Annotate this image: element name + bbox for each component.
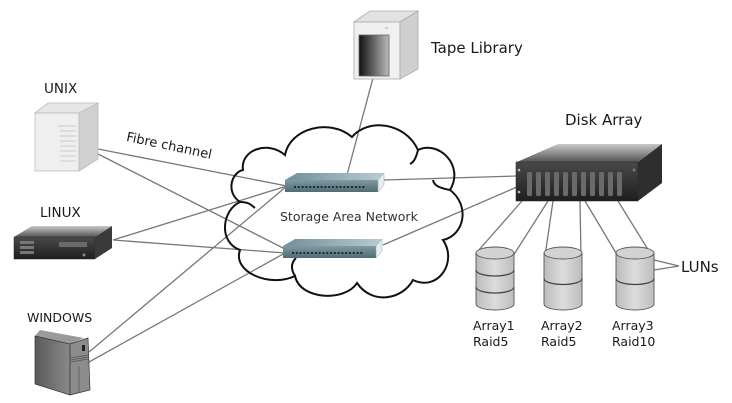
array1-raid: Raid5: [473, 334, 509, 349]
fibre-channel-links: [88, 77, 680, 363]
link-switch1-tape: [346, 77, 374, 176]
array2-raid: Raid5: [541, 334, 577, 349]
link-linux-switch1: [112, 185, 288, 241]
link-windows-switch1: [88, 185, 288, 353]
link-unix-switch2: [97, 153, 286, 250]
disk-array-icon: [515, 144, 662, 202]
lun-divider: [475, 286, 515, 294]
lun-divider: [543, 278, 583, 286]
array1-name: Array1: [473, 318, 515, 333]
lun-divider: [475, 269, 515, 277]
link-linux-switch2: [112, 239, 286, 254]
link-windows-switch2: [88, 252, 286, 363]
windows-server-icon: [34, 330, 91, 396]
luns-label: LUNs: [681, 258, 719, 276]
san-switch-2: [283, 238, 383, 259]
disk-cylinder-1: [475, 246, 515, 311]
disk-cylinder-2: [543, 246, 583, 311]
unix-server-icon: [33, 102, 100, 172]
array3-name: Array3: [612, 318, 654, 333]
windows-label: WINDOWS: [27, 310, 93, 325]
tape-library-label: Tape Library: [431, 39, 523, 57]
array1-label: Array1 Raid5: [473, 318, 515, 350]
disk-cylinder-3: [615, 246, 655, 311]
linux-server-icon: [13, 226, 112, 260]
link-unix-switch1: [97, 148, 288, 187]
disk-array-label: Disk Array: [565, 111, 643, 129]
array2-label: Array2 Raid5: [541, 318, 583, 350]
unix-label: UNIX: [44, 81, 78, 97]
link-switch2-diskarray: [382, 186, 518, 246]
array2-name: Array2: [541, 318, 583, 333]
tape-library-icon: [352, 10, 420, 80]
disk-arrays: [475, 246, 655, 311]
san-switch-1: [285, 172, 385, 193]
san-label: Storage Area Network: [280, 209, 418, 224]
array3-raid: Raid10: [612, 334, 656, 349]
array3-label: Array3 Raid10: [612, 318, 655, 350]
lun-divider: [615, 278, 655, 286]
link-switch1-diskarray: [383, 175, 518, 181]
linux-label: LINUX: [40, 205, 81, 221]
san-cloud: [224, 124, 464, 299]
